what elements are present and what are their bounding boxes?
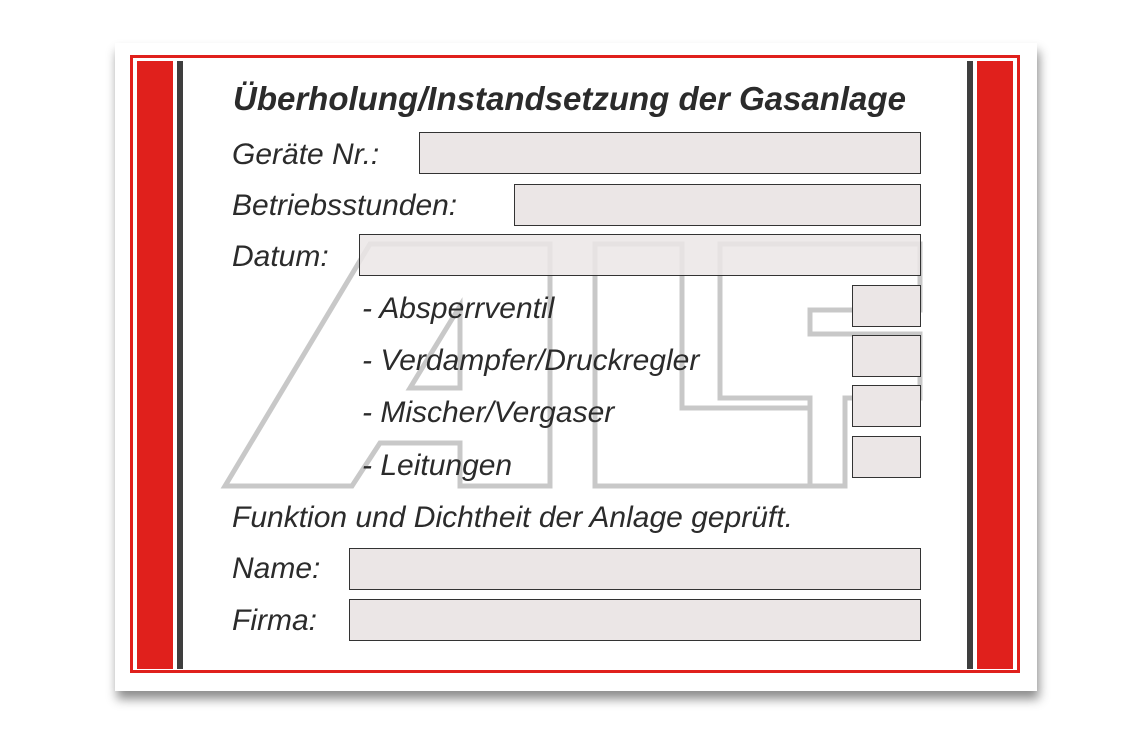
check-box-lines[interactable]	[852, 436, 921, 478]
name-label: Name:	[232, 552, 321, 585]
check-label-shutoff-valve: - Absperrventil	[362, 292, 555, 325]
date-label: Datum:	[232, 240, 329, 273]
operating-hours-field[interactable]	[514, 184, 921, 226]
check-label-mixer-carburetor: - Mischer/Vergaser	[362, 396, 615, 429]
function-tightness-statement: Funktion und Dichtheit der Anlage geprüf…	[232, 501, 793, 534]
company-field[interactable]	[349, 599, 921, 641]
check-label-vaporizer-regulator: - Verdampfer/Druckregler	[362, 344, 700, 377]
device-number-field[interactable]	[419, 132, 921, 174]
right-red-stripe	[977, 61, 1013, 669]
form-title: Überholung/Instandsetzung der Gasanlage	[233, 80, 906, 117]
check-box-shutoff-valve[interactable]	[852, 285, 921, 327]
name-field[interactable]	[349, 548, 921, 590]
company-label: Firma:	[232, 604, 317, 637]
date-field[interactable]	[359, 234, 921, 276]
left-dark-stripe	[177, 61, 183, 669]
left-red-stripe	[137, 61, 173, 669]
red-border-frame	[130, 55, 1020, 673]
device-number-label: Geräte Nr.:	[232, 138, 380, 171]
check-label-lines: - Leitungen	[362, 449, 513, 482]
check-box-vaporizer-regulator[interactable]	[852, 335, 921, 377]
right-dark-stripe	[967, 61, 973, 669]
check-box-mixer-carburetor[interactable]	[852, 385, 921, 427]
operating-hours-label: Betriebsstunden:	[232, 189, 458, 222]
